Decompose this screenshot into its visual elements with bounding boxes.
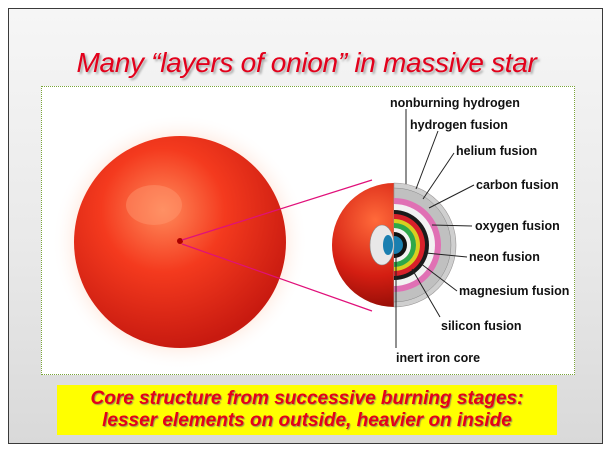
cutaway-star	[332, 183, 456, 307]
label-carbon-fusion: carbon fusion	[476, 178, 559, 192]
label-inert-iron-core: inert iron core	[396, 351, 480, 365]
label-nonburning-hydrogen: nonburning hydrogen	[390, 96, 520, 110]
label-hydrogen-fusion: hydrogen fusion	[410, 118, 508, 132]
star-layers-diagram: nonburning hydrogen hydrogen fusion heli…	[42, 87, 574, 374]
core-face	[383, 235, 393, 255]
label-helium-fusion: helium fusion	[456, 144, 537, 158]
slide-title: Many “layers of onion” in massive star	[9, 47, 604, 79]
caption-line-2: lesser elements on outside, heavier on i…	[57, 410, 557, 432]
star-layers-figure: nonburning hydrogen hydrogen fusion heli…	[41, 86, 575, 375]
label-oxygen-fusion: oxygen fusion	[475, 219, 560, 233]
label-neon-fusion: neon fusion	[469, 250, 540, 264]
label-silicon-fusion: silicon fusion	[441, 319, 522, 333]
caption-box: Core structure from successive burning s…	[57, 385, 557, 435]
star-highlight	[126, 185, 182, 225]
label-magnesium-fusion: magnesium fusion	[459, 284, 569, 298]
caption-line-1: Core structure from successive burning s…	[57, 388, 557, 410]
star-core-point	[177, 238, 183, 244]
slide: Many “layers of onion” in massive star	[8, 8, 603, 444]
